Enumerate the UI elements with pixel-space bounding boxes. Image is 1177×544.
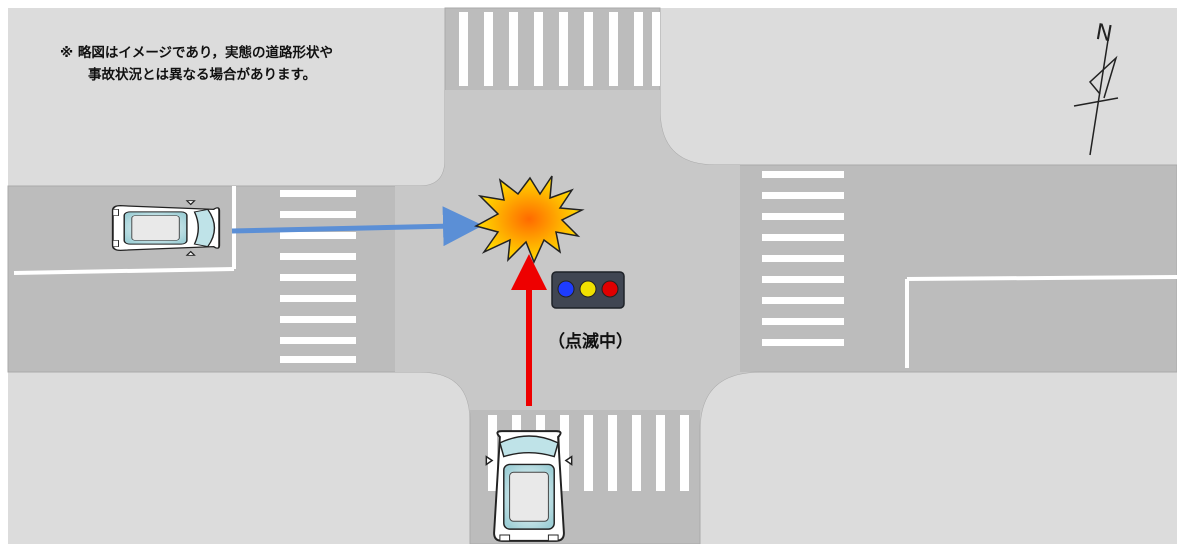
signal-lamp-yellow bbox=[579, 280, 597, 298]
east-lane-markings bbox=[905, 275, 1177, 368]
disclaimer-note: ※ 略図はイメージであり，実態の道路形状や 事故状況とは異なる場合があります。 bbox=[60, 42, 333, 86]
vehicle-car-b bbox=[485, 430, 573, 542]
crosswalk-west bbox=[280, 190, 356, 363]
crosswalk-north bbox=[459, 12, 660, 86]
signal-flashing-label: （点滅中） bbox=[548, 332, 633, 352]
traffic-signal-icon bbox=[551, 271, 625, 309]
collision-burst-icon bbox=[474, 175, 585, 264]
car-a-trajectory-arrow bbox=[231, 206, 483, 247]
north-compass-icon: N bbox=[1073, 20, 1119, 156]
note-line-2: 事故状況とは異なる場合があります。 bbox=[88, 67, 317, 83]
signal-lamp-blue bbox=[557, 280, 575, 298]
intersection-core bbox=[395, 90, 760, 430]
note-mark: ※ bbox=[60, 45, 74, 61]
signal-lamp-red bbox=[601, 280, 619, 298]
west-lane-markings bbox=[13, 186, 236, 275]
vehicle-car-a bbox=[111, 199, 221, 257]
crosswalk-east bbox=[762, 171, 844, 346]
note-line-1: 略図はイメージであり，実態の道路形状や bbox=[77, 45, 333, 61]
compass-letter: N bbox=[1094, 20, 1115, 47]
